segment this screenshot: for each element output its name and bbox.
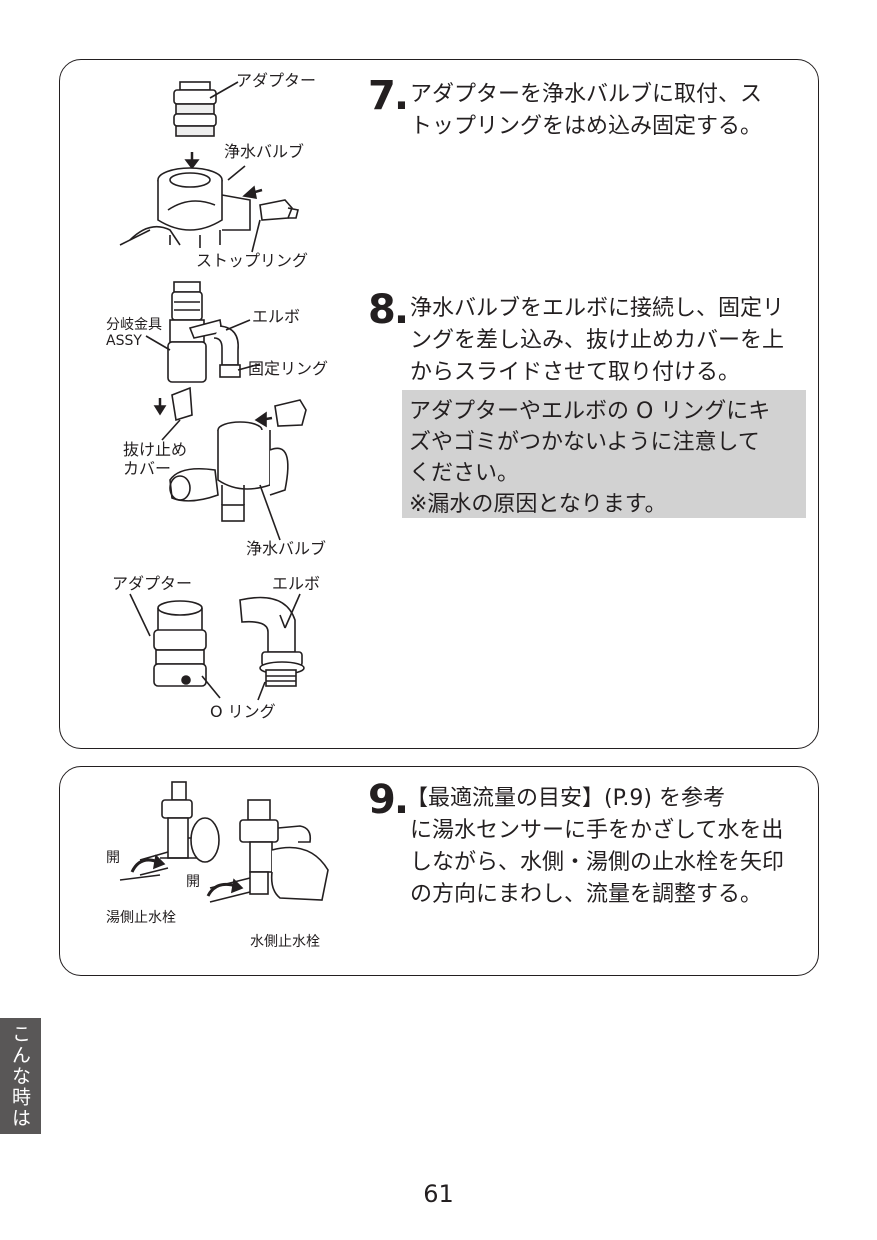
- step-text-line: に湯水センサーに手をかざして水を出: [410, 818, 784, 843]
- label-cover-line1: 抜け止め: [123, 440, 188, 459]
- note-line: ズやゴミがつかないように注意して: [409, 430, 760, 455]
- step-text-line: の方向にまわし、流量を調整する。: [410, 882, 763, 907]
- step-text-line: 【最適流量の目安】(P.9) を参考: [406, 786, 725, 811]
- adapter-install-illustration: [110, 70, 350, 280]
- note-line: ください。: [409, 461, 520, 486]
- caution-note: アダプターやエルボの O リングにキ ズやゴミがつかないように注意して ください…: [402, 390, 806, 518]
- section-side-tab: こんな時は: [0, 1018, 41, 1134]
- note-line: アダプターやエルボの O リングにキ: [409, 399, 771, 424]
- step-text-line: トップリングをはめ込み固定する。: [410, 114, 763, 139]
- label-fixring: 固定リング: [248, 359, 329, 378]
- label-hot-stop-valve: 湯側止水栓: [106, 910, 176, 926]
- label-cover-line2: カバー: [123, 459, 172, 478]
- step-number: 9.: [368, 777, 409, 823]
- page-number: 61: [423, 1180, 454, 1208]
- label-elbow-b: エルボ: [252, 307, 301, 326]
- step-number: 7.: [368, 73, 409, 119]
- elbow-connect-illustration: [110, 280, 350, 550]
- procedure-panel-step-9: [59, 766, 819, 976]
- step-text-line: からスライドさせて取り付ける。: [410, 360, 741, 385]
- label-branch-line2: ASSY: [106, 333, 142, 349]
- step-text-line: しながら、水側・湯側の止水栓を矢印: [410, 850, 785, 875]
- step-number: 8.: [368, 287, 409, 333]
- stop-valve-illustration: [100, 780, 350, 920]
- label-valve-a: 浄水バルブ: [224, 142, 305, 161]
- label-stopring: ストップリング: [196, 251, 309, 270]
- procedure-panel-steps-7-8: [59, 59, 819, 749]
- step-text-line: 浄水バルブをエルボに接続し、固定リ: [410, 296, 785, 321]
- label-branch-line1: 分岐金具: [106, 317, 162, 333]
- label-cold-stop-valve: 水側止水栓: [250, 934, 320, 950]
- label-adapter-a: アダプター: [236, 71, 317, 90]
- label-adapter-c: アダプター: [112, 574, 193, 593]
- step-text-line: ングを差し込み、抜け止めカバーを上: [410, 328, 785, 353]
- note-line: ※漏水の原因となります。: [409, 492, 667, 517]
- label-open-left: 開: [106, 850, 120, 866]
- oring-illustration: [120, 590, 320, 710]
- label-elbow-c: エルボ: [272, 574, 321, 593]
- label-valve-b: 浄水バルブ: [246, 539, 327, 558]
- label-open-right: 開: [186, 874, 200, 890]
- label-oring: O リング: [210, 702, 276, 721]
- step-text-line: アダプターを浄水バルブに取付、ス: [410, 82, 763, 107]
